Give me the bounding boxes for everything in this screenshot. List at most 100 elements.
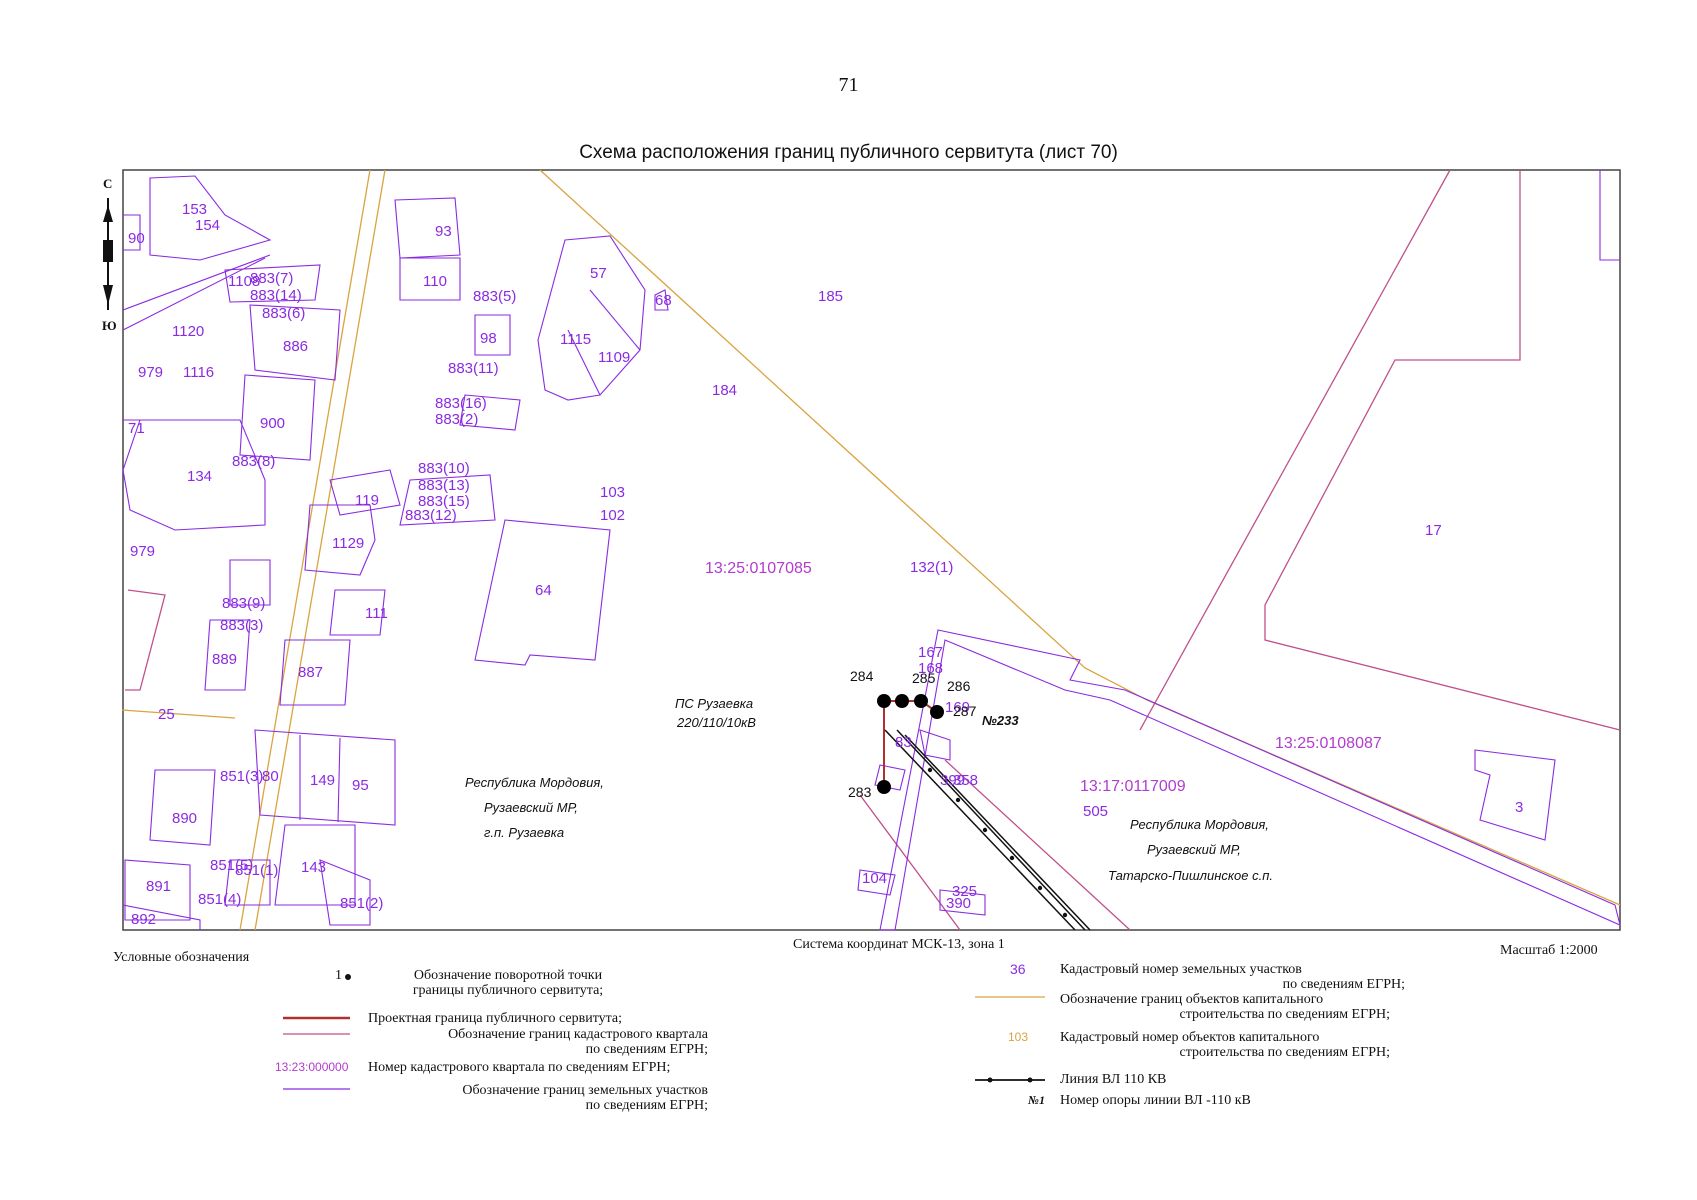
parcel-label: 883(13) <box>418 477 470 494</box>
compass-south-label: Ю <box>102 318 117 333</box>
road-lines <box>121 169 1621 931</box>
servitude-point-label: 283 <box>848 784 872 800</box>
parcel-label: 889 <box>212 651 237 668</box>
parcel-label: 57 <box>590 265 607 282</box>
legend-building-number-line1: Кадастровый номер объектов капитального <box>1060 1030 1320 1045</box>
legend-parcel-line2: по сведениям ЕГРН; <box>585 1098 708 1113</box>
legend-point-symbol <box>345 974 351 980</box>
legend-symbol-point-number: 1 <box>335 968 342 983</box>
legend-building-line2: строительства по сведениям ЕГРН; <box>1179 1007 1391 1022</box>
legend-symbol-pole: №1 <box>1028 1093 1045 1107</box>
parcel-label: 505 <box>1083 803 1108 820</box>
parcel-label: 883(10) <box>418 460 470 477</box>
parcel-label: 90 <box>128 230 145 247</box>
parcel-label: 1116 <box>183 364 214 381</box>
parcel-label: 883(8) <box>232 453 275 470</box>
legend-item-servitude: Проектная граница публичного сервитута; <box>368 1011 623 1026</box>
parcel-label: 143 <box>301 859 326 876</box>
legend-quarter-line2: по сведениям ЕГРН; <box>585 1042 708 1057</box>
quarter-borders <box>125 169 1621 931</box>
servitude-point-marker <box>877 694 891 708</box>
parcel-label: 167 <box>918 644 943 661</box>
parcel-label: 98 <box>480 330 497 347</box>
quarter-label: 13:25:0108087 <box>1275 735 1382 752</box>
parcel-label: 883(3) <box>220 617 263 634</box>
legend-symbol-building-number: 103 <box>1008 1030 1029 1044</box>
parcel-label: 325 <box>952 883 977 900</box>
pole-number-label: №233 <box>982 713 1019 728</box>
legend-title: Условные обозначения <box>113 950 250 965</box>
legend-point-line2: границы публичного сервитута; <box>412 983 604 998</box>
legend-item-parcel-border: Обозначение границ земельных участков по… <box>368 1083 708 1113</box>
coordinate-system: Система координат МСК-13, зона 1 <box>793 937 1005 952</box>
parcel-label: 883(2) <box>435 411 478 428</box>
parcel-label: 883(9) <box>222 595 265 612</box>
legend-parcel-number-line2: по сведениям ЕГРН; <box>1282 977 1405 992</box>
legend-parcel-number-line1: Кадастровый номер земельных участков <box>1060 962 1302 977</box>
parcel-label: 185 <box>818 288 843 305</box>
parcel-label: 93 <box>435 223 452 240</box>
legend-item-powerline: Линия ВЛ 110 КВ <box>1060 1072 1167 1087</box>
place-substation-line1: ПС Рузаевка <box>675 696 753 711</box>
parcel-label: 25 <box>158 706 175 723</box>
legend-symbol-parcel-number: 36 <box>1010 961 1026 977</box>
parcel-label: 1129 <box>332 535 364 552</box>
place-ruzaevka-line2: Рузаевский МР, <box>484 800 578 815</box>
parcel-label: 149 <box>310 772 335 789</box>
servitude-point-label: 284 <box>850 668 874 684</box>
legend-building-line1: Обозначение границ объектов капитального <box>1060 992 1324 1007</box>
place-tatarsko: Республика Мордовия, Рузаевский МР, Тата… <box>1108 817 1273 883</box>
legend-item-building-number: Кадастровый номер объектов капитального … <box>1060 1030 1390 1060</box>
place-tatarsko-line3: Татарско-Пишлинское с.п. <box>1108 868 1273 883</box>
parcel-label: 851(4) <box>198 891 241 908</box>
parcel-label: 883(16) <box>435 395 487 412</box>
parcel-label: 83 <box>895 734 912 751</box>
servitude-point-marker <box>930 705 944 719</box>
parcel-label: 132(1) <box>910 559 953 576</box>
parcel-label: 64 <box>535 582 552 599</box>
page-number: 71 <box>838 74 859 96</box>
parcel-label: 399 <box>940 772 965 789</box>
parcel-label: 1108 <box>228 273 260 290</box>
parcel-label: 890 <box>172 810 197 827</box>
parcel-label: 851(5) <box>210 857 253 874</box>
parcel-labels: 153154901108883(7)883(14)883(6)112088697… <box>128 201 1523 928</box>
parcel-label: 358 <box>953 772 978 789</box>
place-ruzaevka-line3: г.п. Рузаевка <box>484 825 564 840</box>
parcel-label: 103 <box>600 484 625 501</box>
quarter-label: 13:17:0117009 <box>1080 778 1186 795</box>
legend-item-parcel-number: Кадастровый номер земельных участков по … <box>1060 962 1405 992</box>
north-arrow-icon <box>103 198 113 310</box>
parcel-label: 134 <box>187 468 212 485</box>
servitude-point-marker <box>877 780 891 794</box>
compass-north-label: С <box>103 176 113 191</box>
legend-symbol-quarter-number: 13:23:000000 <box>275 1060 349 1074</box>
parcel-label: 153 <box>182 201 207 218</box>
parcel-label: 184 <box>712 382 737 399</box>
parcel-label: 886 <box>283 338 308 355</box>
legend-symbols <box>283 974 1045 1090</box>
servitude-point-marker <box>914 694 928 708</box>
powerline-ticks <box>927 767 1068 918</box>
parcel-label: 979 <box>130 543 155 560</box>
legend-item-quarter-border: Обозначение границ кадастрового квартала… <box>368 1027 708 1057</box>
legend-item-quarter-number: Номер кадастрового квартала по сведениям… <box>368 1060 671 1075</box>
parcel-label: 851(1) <box>235 862 278 879</box>
parcel-label: 1120 <box>172 323 204 340</box>
place-substation: ПС Рузаевка 220/110/10кВ <box>675 696 756 730</box>
parcel-label: 883(5) <box>473 288 516 305</box>
map-scale: Масштаб 1:2000 <box>1500 943 1598 958</box>
parcel-label: 168 <box>918 660 943 677</box>
parcel-label: 104 <box>862 870 887 887</box>
parcel-label: 883(11) <box>448 360 499 377</box>
parcel-label: 71 <box>128 420 145 437</box>
powerline-110kv <box>884 729 1091 931</box>
place-substation-line2: 220/110/10кВ <box>676 715 756 730</box>
legend-item-pole: Номер опоры линии ВЛ -110 кВ <box>1060 1093 1251 1108</box>
legend-parcel-line1: Обозначение границ земельных участков <box>462 1083 708 1098</box>
place-ruzaevka: Республика Мордовия, Рузаевский МР, г.п.… <box>465 775 604 840</box>
servitude-point-label: 287 <box>953 703 977 719</box>
parcel-borders <box>122 170 1621 931</box>
